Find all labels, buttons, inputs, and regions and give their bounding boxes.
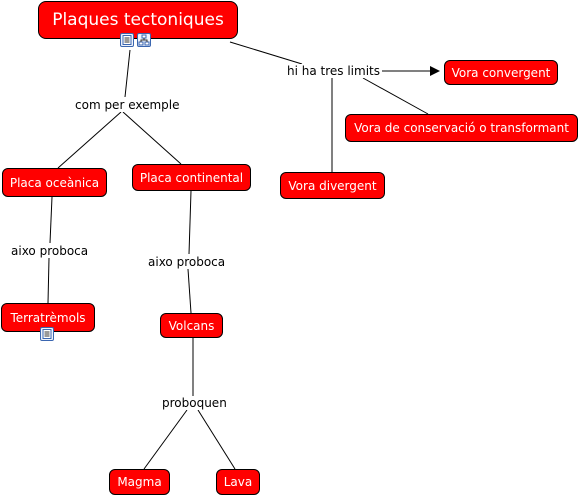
line-proboca1-to-terratremols	[47, 257, 50, 304]
node-placa-oceanica[interactable]: Placa oceànica	[2, 168, 107, 197]
line-proboca2-to-volcans	[187, 268, 192, 314]
node-volcans[interactable]: Volcans	[160, 313, 223, 338]
line-proboquen-to-lava	[197, 409, 236, 470]
link-aixo-proboca-1[interactable]: aixo proboca	[9, 244, 91, 258]
line-exemple-to-oceanica	[57, 111, 122, 169]
link-proboquen[interactable]: proboquen	[160, 396, 229, 410]
node-placa-continental[interactable]: Placa continental	[132, 164, 251, 191]
line-proboquen-to-magma	[143, 409, 188, 470]
line-root-to-exemple	[124, 49, 131, 98]
text-document-icon[interactable]	[40, 327, 54, 341]
line-continental-to-proboca2	[188, 190, 192, 255]
node-plaques-tectoniques[interactable]: Plaques tectoniques	[38, 1, 238, 39]
concept-map-icon[interactable]	[137, 33, 151, 47]
node-vora-conservacio[interactable]: Vora de conservació o transformant	[345, 114, 578, 142]
node-vora-convergent[interactable]: Vora convergent	[444, 60, 558, 85]
line-root-to-limits	[229, 41, 303, 65]
node-magma[interactable]: Magma	[109, 469, 170, 495]
line-limits-to-conservacio	[362, 77, 429, 115]
text-document-icon[interactable]	[120, 33, 134, 47]
link-hi-ha-tres-limits[interactable]: hi ha tres limits	[285, 64, 382, 78]
node-vora-divergent[interactable]: Vora divergent	[280, 172, 385, 199]
line-exemple-to-continental	[122, 111, 182, 165]
node-lava[interactable]: Lava	[216, 469, 260, 495]
link-com-per-exemple[interactable]: com per exemple	[73, 98, 182, 112]
link-aixo-proboca-2[interactable]: aixo proboca	[146, 255, 228, 269]
line-oceanica-to-proboca1	[49, 196, 53, 244]
